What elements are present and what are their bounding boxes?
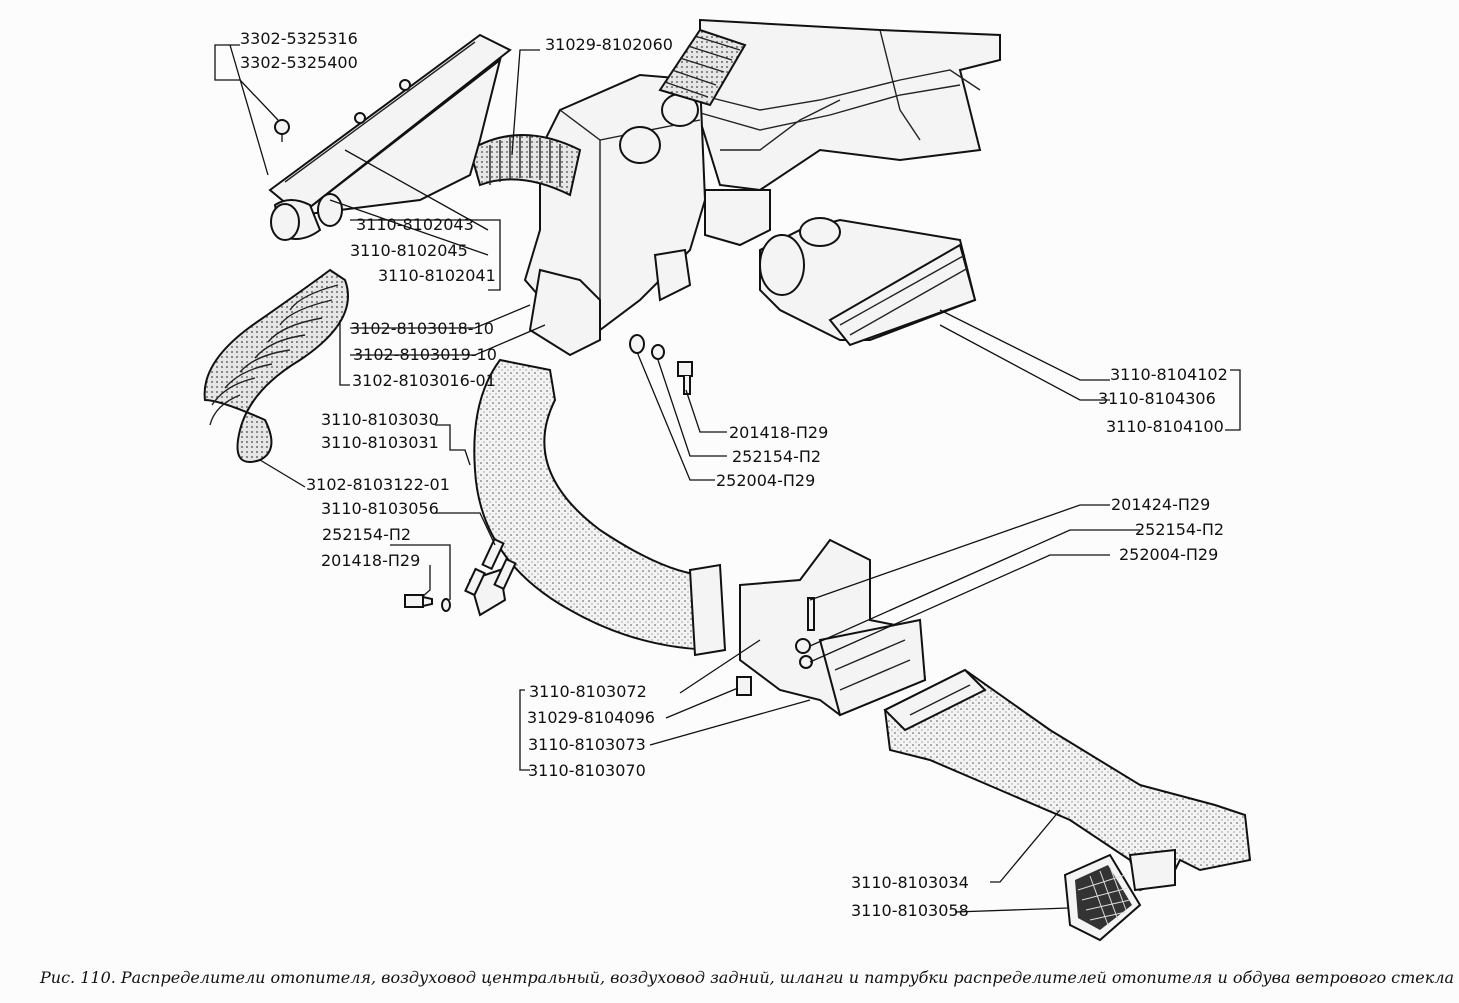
label-3110-8103058: 3110-8103058: [851, 901, 969, 920]
clip-small: [736, 676, 752, 696]
label-3110-8103056: 3110-8103056: [321, 499, 439, 518]
leader-lines: [214, 44, 1241, 913]
label-201424-P29: 201424-П29: [1111, 495, 1210, 514]
label-3110-8104306: 3110-8104306: [1098, 389, 1216, 408]
label-252154-P2-mid: 252154-П2: [732, 447, 821, 466]
air-distributor: [523, 73, 707, 357]
label-3102-8103019-10: 3102-8103019-10: [353, 345, 497, 364]
heater-housing: [689, 18, 1001, 247]
side-nozzle: [759, 217, 977, 347]
label-3110-8102041: 3110-8102041: [378, 266, 496, 285]
washer-nut-bolt: [629, 334, 693, 395]
label-31029-8102060: 31029-8102060: [545, 35, 673, 54]
rear-duct: [883, 668, 1252, 892]
label-3110-8102045: 3110-8102045: [350, 241, 468, 260]
label-252154-P2-left: 252154-П2: [322, 525, 411, 544]
label-252154-P2-right: 252154-П2: [1135, 520, 1224, 539]
label-201418-P29-left: 201418-П29: [321, 551, 420, 570]
screw-small: [274, 119, 290, 142]
corrugated-hose-top: [468, 134, 582, 197]
label-3110-8104100: 3110-8104100: [1106, 417, 1224, 436]
defroster-nozzle: [268, 33, 512, 241]
grille: [1063, 853, 1142, 942]
label-3102-8103018-10: 3102-8103018-10: [350, 319, 494, 338]
label-3110-8103031: 3110-8103031: [321, 433, 439, 452]
label-252004-P29-mid: 252004-П29: [716, 471, 815, 490]
figure-caption: Рис. 110. Распределители отопителя, возд…: [39, 968, 1454, 987]
label-3110-8102043: 3110-8102043: [356, 215, 474, 234]
label-3110-8104102: 3110-8104102: [1110, 365, 1228, 384]
label-3110-8103070: 3110-8103070: [528, 761, 646, 780]
label-3302-5325400: 3302-5325400: [240, 53, 358, 72]
label-201418-P29-mid: 201418-П29: [729, 423, 828, 442]
lower-distributor: [739, 538, 927, 717]
label-3110-8103030: 3110-8103030: [321, 410, 439, 429]
central-duct: [473, 358, 727, 657]
rear-bracket: [464, 537, 517, 617]
label-3110-8103034: 3110-8103034: [851, 873, 969, 892]
label-3102-8103122-01: 3102-8103122-01: [306, 475, 450, 494]
label-3110-8103073: 3110-8103073: [528, 735, 646, 754]
coiled-hose: [203, 268, 349, 463]
label-3102-8103016-01: 3102-8103016-01: [352, 371, 496, 390]
label-252004-P29-right: 252004-П29: [1119, 545, 1218, 564]
bolt-left: [404, 594, 451, 612]
label-3302-5325316: 3302-5325316: [240, 29, 358, 48]
label-3110-8103072: 3110-8103072: [529, 682, 647, 701]
corrugated-hose-upper: [658, 28, 747, 107]
part-labels: 3302-5325316 3302-5325400 31029-8102060 …: [240, 29, 1228, 920]
label-31029-8104096: 31029-8104096: [527, 708, 655, 727]
